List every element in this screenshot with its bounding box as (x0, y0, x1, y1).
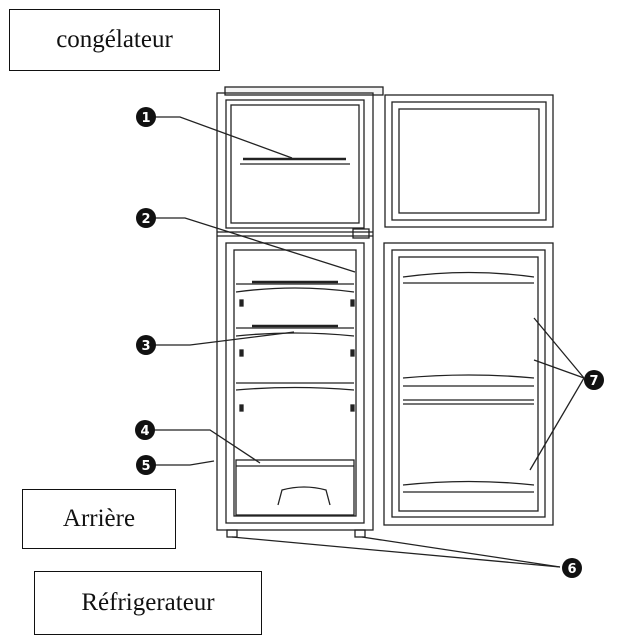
cabinet-body (216, 92, 374, 531)
fridge-shelves (235, 280, 355, 391)
callout-3: 3 (136, 335, 156, 355)
foot-left (226, 529, 238, 538)
callout-number-4: 4 (140, 424, 149, 439)
callout-2: 2 (136, 208, 156, 228)
callout-4: 4 (135, 420, 155, 440)
fridge-compartment (225, 242, 365, 524)
freezer-door (384, 94, 554, 228)
crisper-drawer (235, 459, 355, 516)
leader-lines (154, 116, 585, 568)
callout-number-7: 7 (589, 374, 598, 389)
fridge-door (383, 242, 554, 526)
callout-number-6: 6 (567, 562, 576, 577)
callout-number-2: 2 (141, 212, 150, 227)
back-label: Arrière (22, 489, 176, 549)
callout-number-1: 1 (141, 111, 150, 126)
freezer-label: congélateur (9, 9, 220, 71)
fridge-label: Réfrigerateur (34, 571, 262, 635)
callout-number-3: 3 (141, 339, 150, 354)
callout-6: 6 (562, 558, 582, 578)
freezer-compartment (225, 99, 365, 229)
callout-7: 7 (584, 370, 604, 390)
cabinet-top (224, 86, 384, 96)
foot-right (354, 529, 366, 538)
callout-5: 5 (136, 455, 156, 475)
door-racks (402, 271, 535, 493)
callout-number-5: 5 (141, 459, 150, 474)
callout-1: 1 (136, 107, 156, 127)
